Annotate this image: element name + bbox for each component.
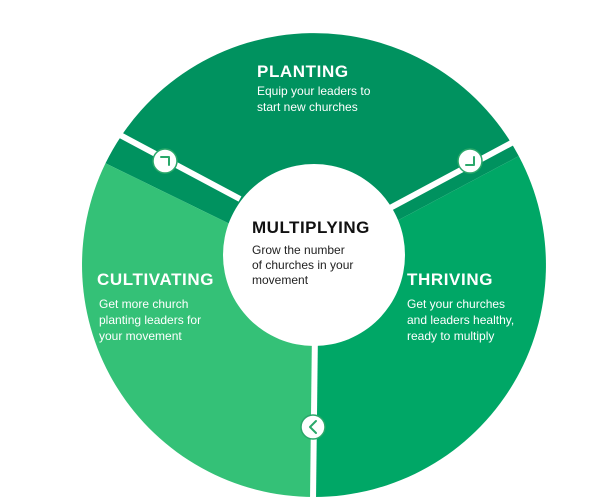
segment-planting — [105, 33, 519, 266]
thriving-description: Get your churches and leaders healthy, r… — [407, 297, 515, 343]
cultivating-description: Get more church planting leaders for you… — [99, 297, 202, 343]
planting-title: PLANTING — [257, 62, 349, 81]
chevron-down-right-icon — [457, 148, 483, 174]
center-circle — [223, 164, 405, 346]
cultivating-title: CULTIVATING — [97, 270, 215, 289]
chevron-up-right-icon — [152, 148, 178, 174]
thriving-title: THRIVING — [407, 270, 494, 289]
multiplying-title: MULTIPLYING — [252, 218, 370, 237]
chevron-left-icon — [300, 414, 326, 440]
planting-description: Equip your leaders to start new churches — [257, 84, 371, 114]
divider-right — [388, 130, 532, 211]
multiplying-description: Grow the number of churches in your move… — [252, 243, 354, 287]
